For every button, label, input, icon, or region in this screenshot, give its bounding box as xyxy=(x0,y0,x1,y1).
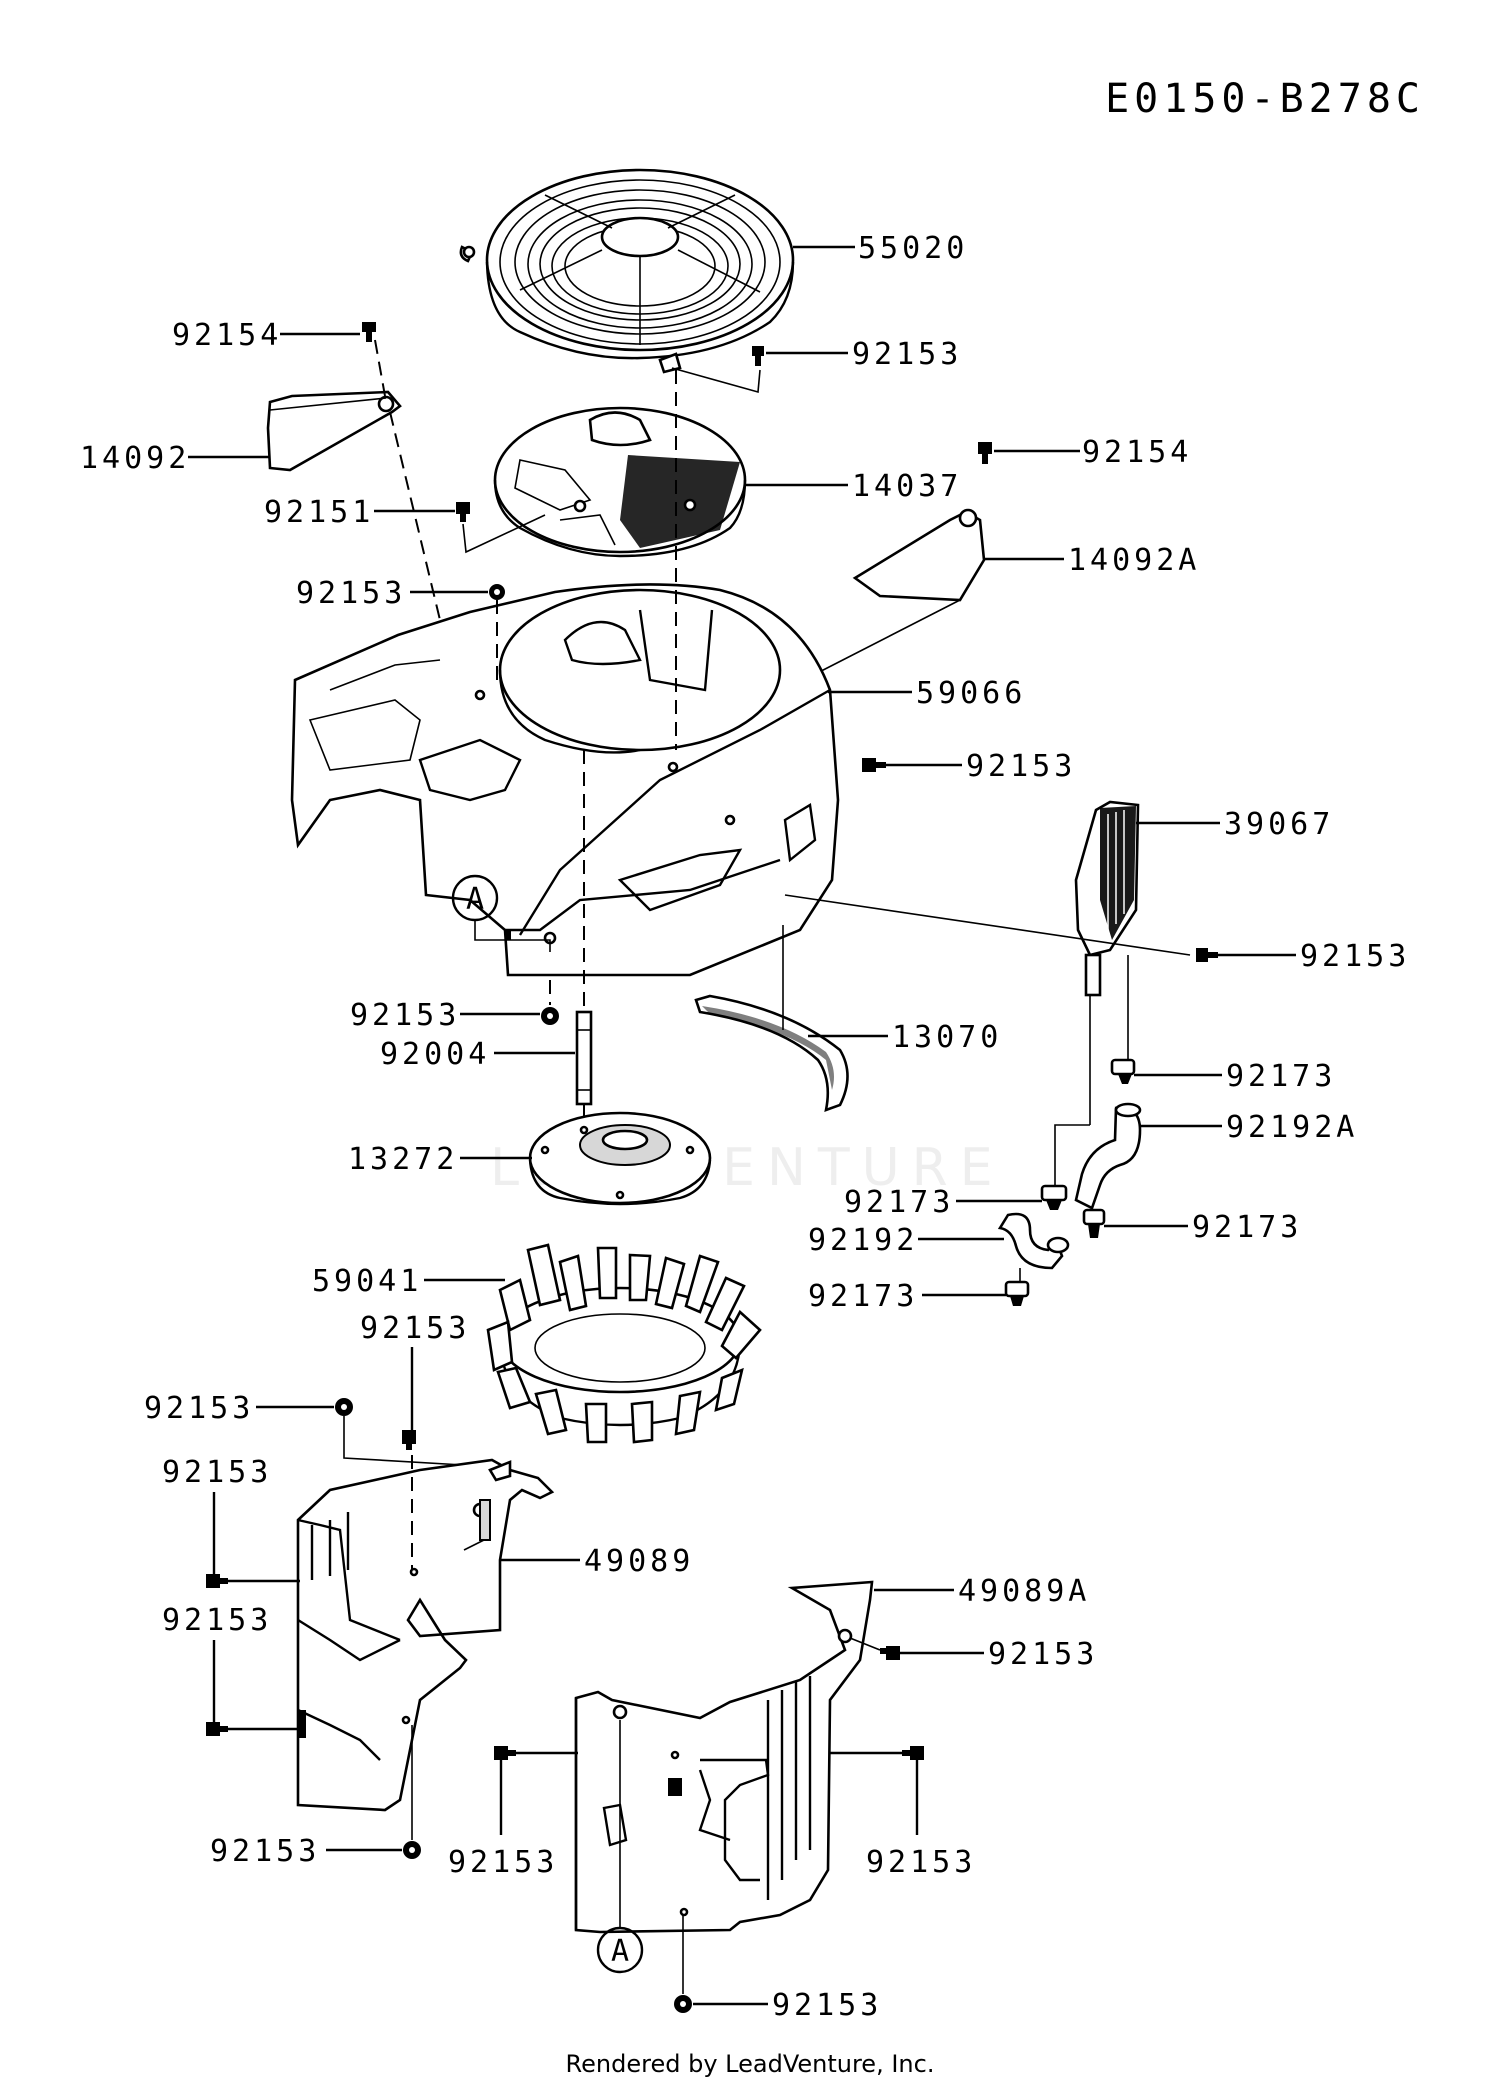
fan-housing-59066[interactable] xyxy=(290,583,840,977)
label-92153-shroud-side1: 92153 xyxy=(162,1455,272,1490)
label-13272: 13272 xyxy=(348,1142,458,1177)
label-92153-right-shroud-top: 92153 xyxy=(988,1637,1098,1672)
label-92153-right-shroud-left: 92153 xyxy=(448,1845,558,1880)
label-92154-right: 92154 xyxy=(1082,435,1192,470)
label-92173-a: 92173 xyxy=(1226,1059,1336,1094)
screw-92153-housing-side[interactable] xyxy=(862,758,886,772)
screw-92153-shroud-left[interactable] xyxy=(335,1398,353,1416)
shroud-49089A[interactable] xyxy=(574,1580,874,1934)
label-55020: 55020 xyxy=(858,231,968,266)
screw-92153-fan-guard[interactable] xyxy=(752,346,764,366)
label-92153-housing-side: 92153 xyxy=(966,749,1076,784)
label-92154-left: 92154 xyxy=(172,318,282,353)
label-92153-right-shroud-right: 92153 xyxy=(866,1845,976,1880)
label-92153-shroud-side2: 92153 xyxy=(162,1603,272,1638)
label-92192: 92192 xyxy=(808,1223,918,1258)
screw-92153-shroud-side1[interactable] xyxy=(206,1574,228,1588)
label-92153-right-shroud-bottom: 92153 xyxy=(772,1988,882,2023)
hose-clamp-92173-d[interactable] xyxy=(1004,1280,1030,1306)
label-14037: 14037 xyxy=(852,469,962,504)
label-92173-c: 92173 xyxy=(1192,1210,1302,1245)
air-guide-14092A[interactable] xyxy=(852,508,986,602)
label-14092: 14092 xyxy=(80,441,190,476)
screw-92153-top-housing[interactable] xyxy=(489,584,505,600)
hose-92192[interactable] xyxy=(997,1212,1070,1270)
fan-plate-13272[interactable] xyxy=(528,1111,712,1206)
label-13070: 13070 xyxy=(892,1020,1002,1055)
label-59066: 59066 xyxy=(916,676,1026,711)
shroud-49089[interactable] xyxy=(296,1458,555,1812)
label-92151: 92151 xyxy=(264,495,374,530)
screw-92153-oil-cooler[interactable] xyxy=(1196,948,1218,962)
label-92173-d: 92173 xyxy=(808,1279,918,1314)
label-92192A: 92192A xyxy=(1226,1110,1358,1145)
label-92153-oil-cooler: 92153 xyxy=(1300,939,1410,974)
screw-92153-right-shroud-left[interactable] xyxy=(494,1746,516,1760)
label-92153-housing-bottom: 92153 xyxy=(350,998,460,1033)
hose-clamp-92173-c[interactable] xyxy=(1082,1208,1106,1238)
label-92173-b: 92173 xyxy=(844,1185,954,1220)
screw-92153-right-shroud-right[interactable] xyxy=(902,1746,924,1760)
screw-92154-right[interactable] xyxy=(978,442,992,464)
screw-92153-shroud-side2[interactable] xyxy=(206,1722,228,1736)
air-guide-14092[interactable] xyxy=(266,390,402,472)
footer-credit: Rendered by LeadVenture, Inc. xyxy=(566,2050,935,2078)
cooling-fan-59041[interactable] xyxy=(486,1243,762,1444)
screw-92154-left[interactable] xyxy=(362,322,376,342)
screw-92151[interactable] xyxy=(456,502,470,522)
screw-92153-housing-bottom[interactable] xyxy=(541,1007,559,1025)
reference-mark-lower: A xyxy=(596,1926,644,1974)
hose-clamp-92173-a[interactable] xyxy=(1110,1058,1136,1084)
hose-92192A[interactable] xyxy=(1074,1102,1142,1210)
screw-92153-shroud-top[interactable] xyxy=(402,1430,416,1450)
label-92004: 92004 xyxy=(380,1037,490,1072)
svg-text:A: A xyxy=(466,882,484,917)
screw-92153-right-shroud-bottom[interactable] xyxy=(674,1995,692,2013)
screw-92153-right-shroud-top[interactable] xyxy=(880,1646,900,1660)
label-49089: 49089 xyxy=(584,1544,694,1579)
svg-text:A: A xyxy=(611,1934,629,1969)
shield-13070[interactable] xyxy=(694,994,849,1112)
diagram-code: E0150-B278C xyxy=(1105,76,1425,122)
label-92153-shroud-left: 92153 xyxy=(144,1391,254,1426)
label-92153-shroud-bottom: 92153 xyxy=(210,1834,320,1869)
label-14092A: 14092A xyxy=(1068,543,1200,578)
screen-14037[interactable] xyxy=(493,406,747,558)
stud-92004[interactable] xyxy=(575,1010,593,1106)
label-92153-top-housing: 92153 xyxy=(296,576,406,611)
label-49089A: 49089A xyxy=(958,1574,1090,1609)
hose-clamp-92173-b[interactable] xyxy=(1040,1184,1068,1210)
screw-92153-shroud-bottom[interactable] xyxy=(403,1841,421,1859)
label-39067: 39067 xyxy=(1224,807,1334,842)
label-92153-shroud-top: 92153 xyxy=(360,1311,470,1346)
oil-cooler-39067[interactable] xyxy=(1074,800,1140,997)
fan-guard-55020[interactable] xyxy=(459,168,795,374)
label-59041: 59041 xyxy=(312,1264,422,1299)
label-92153-fan-guard: 92153 xyxy=(852,337,962,372)
